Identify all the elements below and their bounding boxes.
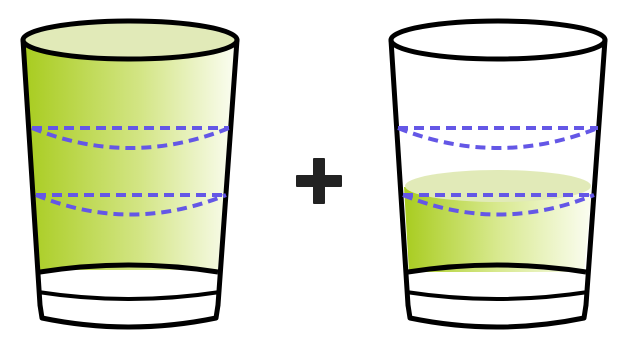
partial-glass <box>391 21 605 327</box>
glass-side-right <box>586 40 605 305</box>
liquid-surface <box>405 170 591 202</box>
liquid-fill <box>24 40 236 270</box>
glass-base-bottom <box>408 305 586 327</box>
glass-base-middle <box>38 292 220 299</box>
glass-base-bottom <box>40 305 218 327</box>
measure-line-upper <box>398 128 598 148</box>
plus-icon <box>296 158 342 204</box>
glass-rim <box>391 21 605 59</box>
glass-base-middle <box>406 292 588 299</box>
full-glass <box>23 21 237 327</box>
glass-side-left <box>391 40 408 305</box>
